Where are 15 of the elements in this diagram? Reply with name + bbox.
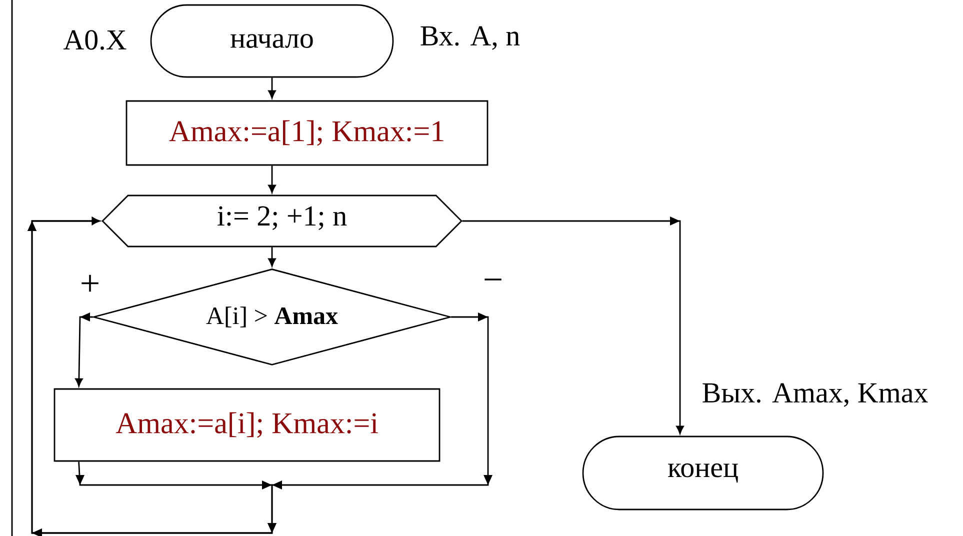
block-label: A0.X: [63, 30, 126, 50]
process-box: Amax:=a[i]; Kmax:=i: [54, 388, 440, 462]
loop-hexagon: i:= 2; +1; n: [102, 194, 462, 248]
arrow: [268, 247, 276, 267]
arrow: [28, 217, 276, 536]
arrow: [462, 216, 684, 434]
branch-sign: −: [484, 278, 502, 280]
io-label: Вх. A, n: [420, 26, 520, 50]
process-box: Amax:=a[1]; Kmax:=1: [126, 100, 488, 166]
arrow: [268, 78, 276, 99]
terminal-box: начало: [150, 4, 394, 78]
arrow: [268, 166, 276, 194]
terminal-box: конец: [582, 436, 824, 510]
io-label: Вых. Amax, Kmax: [702, 383, 928, 407]
arrow: [75, 312, 93, 387]
